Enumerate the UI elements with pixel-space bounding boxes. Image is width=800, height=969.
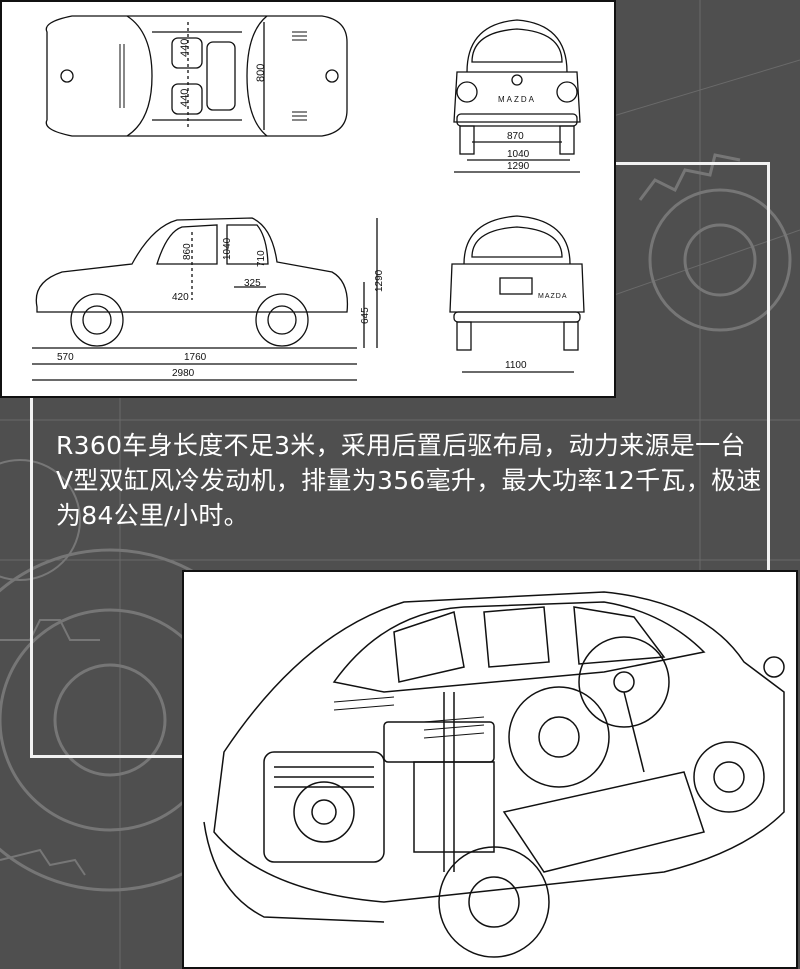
engine-block-icon [263, 721, 495, 863]
rear-badge: MAZDA [538, 293, 568, 300]
headlight-icon [763, 656, 785, 678]
blueprint-drawing: 440 440 800 MAZDA 870 1040 1290 [0, 0, 616, 398]
side-view-drawing: 860 1040 710 420 325 1290 645 570 1760 2… [32, 217, 385, 381]
frame-line-left-bottom [30, 755, 182, 758]
dim-track-front: 870 [507, 131, 524, 142]
dim-325: 325 [244, 278, 261, 289]
front-view-drawing: MAZDA 870 1040 1290 [453, 19, 581, 173]
dim-seat-rear: 440 [179, 89, 191, 107]
dim-1040: 1040 [222, 237, 233, 260]
dim-track-rear: 1100 [505, 360, 527, 371]
wheel-icon [438, 846, 550, 958]
dim-seat-front: 440 [179, 39, 191, 57]
cutaway-illustration [182, 570, 798, 969]
top-view-drawing: 440 440 800 [45, 15, 348, 137]
dim-860: 860 [182, 243, 193, 260]
spare-tire-icon [508, 686, 610, 788]
steering-wheel-icon [578, 636, 670, 773]
dim-width-a: 1040 [507, 149, 530, 160]
front-badge: MAZDA [498, 95, 536, 104]
dim-710: 710 [256, 250, 267, 267]
gear-icon [638, 153, 792, 332]
rear-view-drawing: MAZDA 1100 [449, 215, 585, 373]
dim-2980: 2980 [172, 368, 195, 379]
frame-line-left [30, 398, 33, 758]
frame-line-right [767, 162, 770, 570]
frame-line-top [616, 162, 770, 165]
dim-420: 420 [172, 292, 189, 303]
caption-text: R360车身长度不足3米，采用后置后驱布局，动力来源是一台V型双缸风冷发动机，排… [56, 431, 762, 530]
wheel-icon [693, 741, 765, 813]
dim-570: 570 [57, 352, 74, 363]
dim-1290: 1290 [374, 269, 385, 292]
dim-1760: 1760 [184, 352, 207, 363]
dim-645: 645 [360, 307, 371, 324]
dim-interior-length: 800 [255, 64, 267, 82]
dim-width-b: 1290 [507, 161, 530, 172]
